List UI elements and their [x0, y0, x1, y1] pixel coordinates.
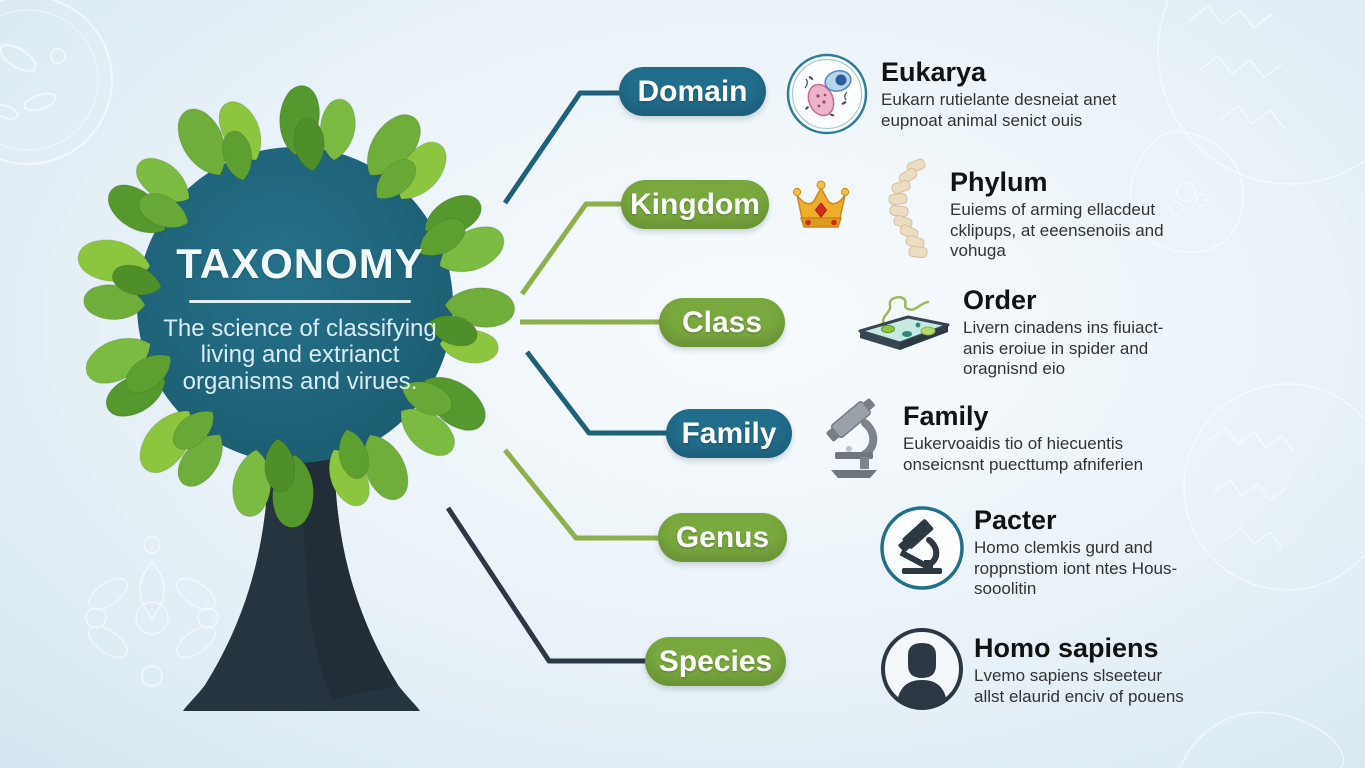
- entry-heading: Order: [963, 285, 1037, 315]
- entry-eukarya: Eukarya Eukarn rutielante desneiat anet …: [881, 58, 1171, 131]
- entry-description: Euiems of arming ellacdeut cklipups, at …: [950, 200, 1164, 261]
- level-pill-family: Family: [666, 409, 792, 458]
- entry-heading: Family: [903, 401, 989, 431]
- crown-icon: [792, 180, 850, 228]
- entry-homo-sapiens: Homo sapiens Lvemo sapiens slseeteur all…: [974, 634, 1264, 707]
- entry-description: Livern cinadens ins fiuiact- anis eroiue…: [963, 318, 1164, 379]
- title-block: TAXONOMY The science of classifying livi…: [150, 240, 450, 395]
- level-pill-class: Class: [659, 298, 785, 347]
- entry-pacter: Pacter Homo clemkis gurd and roppnstiom …: [974, 506, 1264, 600]
- spine-icon: [888, 158, 928, 258]
- person-silhouette-icon: [881, 628, 963, 710]
- level-pill-domain: Domain: [619, 67, 766, 116]
- entry-phylum: Phylum Euiems of arming ellacdeut cklipu…: [950, 168, 1240, 262]
- connector-species: [445, 506, 680, 664]
- page-title: TAXONOMY: [176, 240, 424, 287]
- entry-description: Homo clemkis gurd and roppnstiom iont nt…: [974, 538, 1178, 599]
- canopy-circle: [137, 147, 453, 463]
- entry-order: Order Livern cinadens ins fiuiact- anis …: [963, 286, 1253, 380]
- level-pill-species: Species: [645, 637, 786, 686]
- circled-microscope-icon: [880, 506, 964, 590]
- page-subtitle: The science of classifying living and ex…: [163, 315, 437, 395]
- entry-description: Eukarn rutielante desneiat anet eupnoat …: [881, 90, 1117, 130]
- tree-trunk: [183, 425, 420, 711]
- entry-family: Family Eukervoaidis tio of hiecuentis on…: [903, 402, 1193, 475]
- connector-genus: [503, 448, 690, 541]
- entry-heading: Homo sapiens: [974, 633, 1159, 663]
- microscope-icon: [826, 398, 878, 478]
- entry-description: Eukervoaidis tio of hiecuentis onseicnsn…: [903, 434, 1144, 474]
- entry-heading: Phylum: [950, 167, 1048, 197]
- specimen-slide-icon: [858, 296, 950, 350]
- eukaryote-cell-icon: [786, 53, 868, 135]
- connector-family: [525, 350, 700, 436]
- entry-heading: Pacter: [974, 505, 1057, 535]
- entry-heading: Eukarya: [881, 57, 987, 87]
- title-divider: [189, 300, 411, 303]
- level-pill-kingdom: Kingdom: [621, 180, 769, 229]
- level-pill-genus: Genus: [658, 513, 787, 562]
- entry-description: Lvemo sapiens slseeteur allst elaurid en…: [974, 666, 1184, 706]
